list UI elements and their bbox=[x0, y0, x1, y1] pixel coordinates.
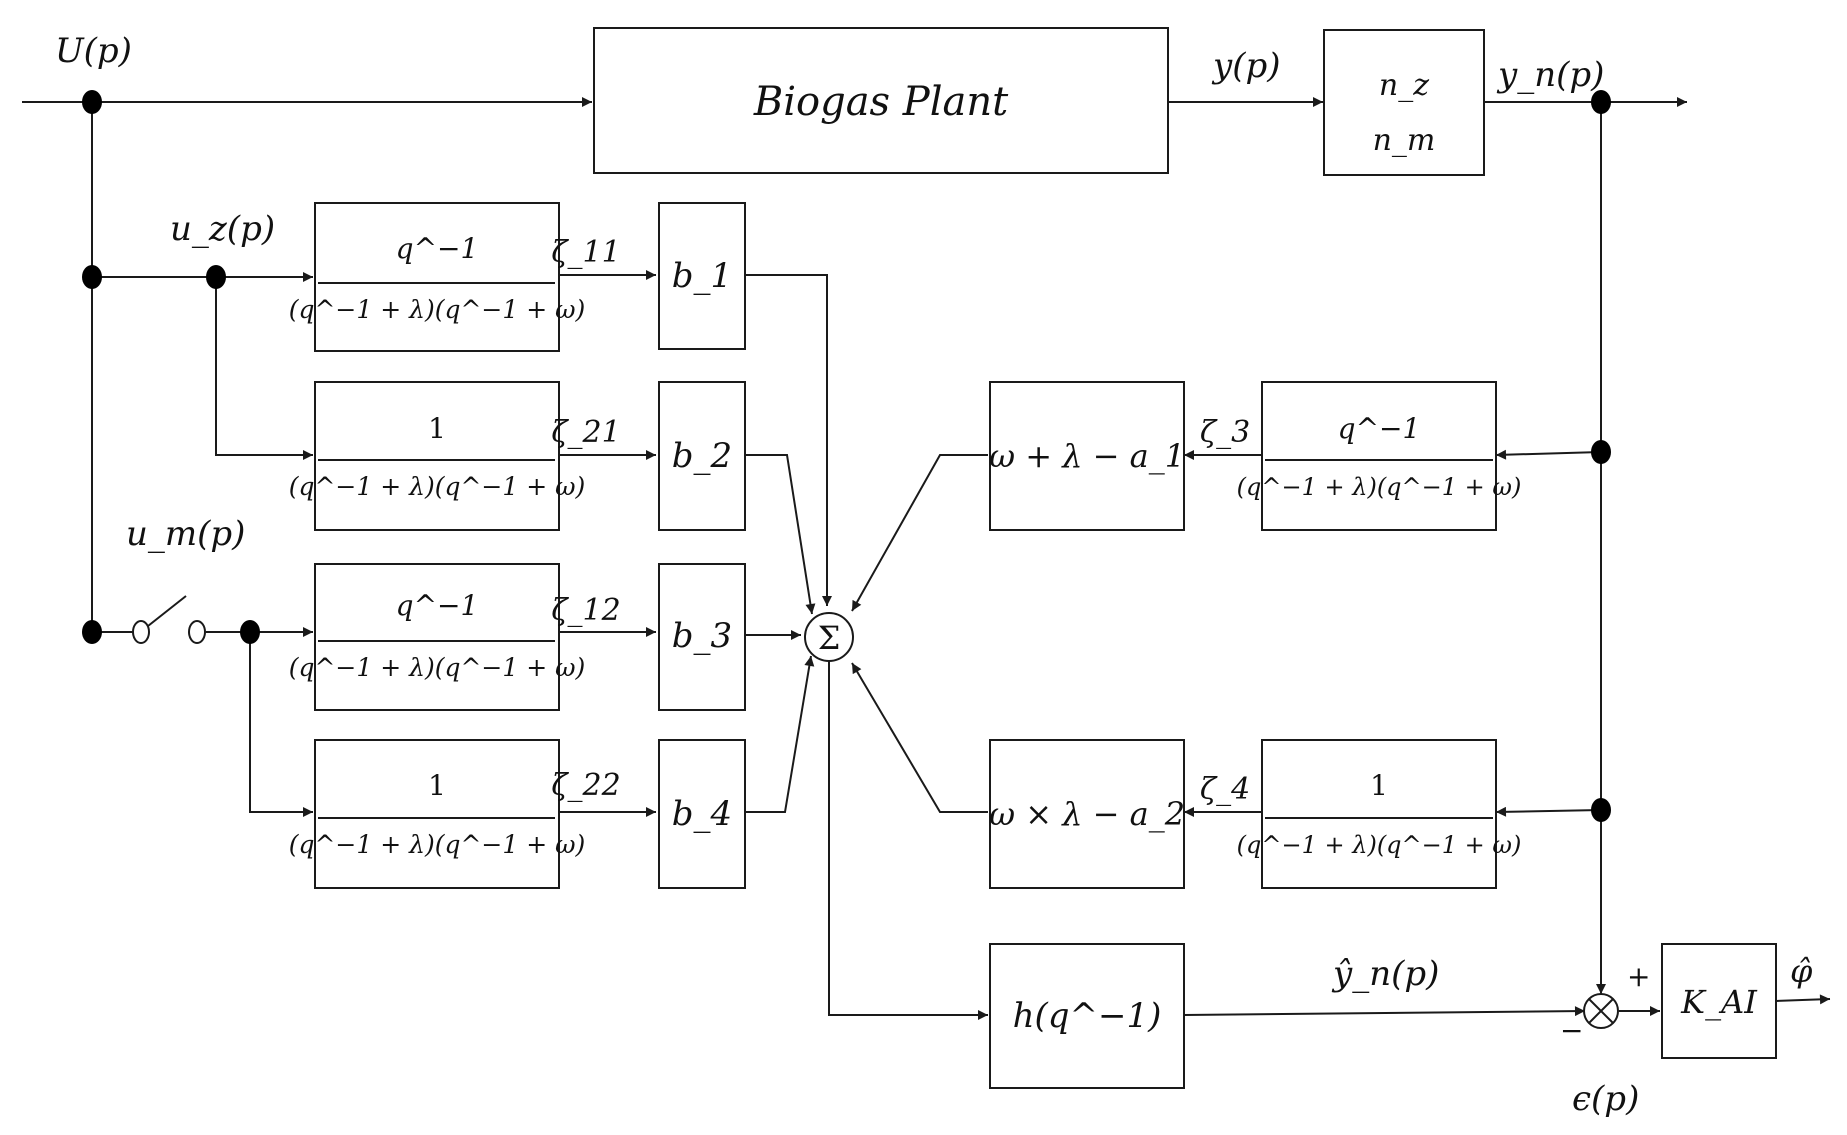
blocks bbox=[314, 27, 1777, 1089]
dot-um bbox=[240, 620, 260, 644]
labels: U(p) u_z(p) u_m(p) y(p) y_n(p) ŷ_n(p) ϵ(… bbox=[55, 31, 1813, 1119]
label-z3: ζ_3 bbox=[1200, 415, 1250, 450]
sum-symbol: Σ bbox=[818, 619, 841, 657]
noise-label-bottom: n_m bbox=[1373, 123, 1436, 158]
gain-block-b2 bbox=[658, 381, 746, 531]
a2-label: ω × λ − a_2 bbox=[989, 795, 1185, 833]
comparator-minus: − bbox=[1560, 1014, 1583, 1047]
dot-input bbox=[82, 90, 102, 114]
wire-kai-output bbox=[1775, 994, 1831, 1005]
label-y: y(p) bbox=[1211, 46, 1281, 86]
label-eps: ϵ(p) bbox=[1572, 1079, 1639, 1119]
tf4-denominator: (q^−1 + λ)(q^−1 + ω) bbox=[289, 830, 586, 859]
label-yn: y_n(p) bbox=[1496, 55, 1604, 95]
label-z11: ζ_11 bbox=[551, 235, 620, 270]
tf-block-1 bbox=[314, 202, 560, 352]
wire-uz-to-tf2 bbox=[215, 277, 313, 460]
tf5-denominator: (q^−1 + λ)(q^−1 + ω) bbox=[1237, 473, 1522, 501]
b2-label: b_2 bbox=[672, 436, 732, 476]
comparator-plus: + bbox=[1627, 960, 1650, 993]
wire-yhat bbox=[1183, 1006, 1586, 1017]
coef-block-a1 bbox=[989, 381, 1185, 531]
switch-contact-right bbox=[188, 620, 206, 644]
tf2-numerator: 1 bbox=[428, 412, 446, 445]
tf-block-2 bbox=[314, 381, 560, 531]
tf2-denominator: (q^−1 + λ)(q^−1 + ω) bbox=[289, 472, 586, 501]
switch-contact-left bbox=[132, 620, 150, 644]
coef-block-a2 bbox=[989, 739, 1185, 889]
comparator-cross-b bbox=[1588, 998, 1614, 1024]
tf6-numerator: 1 bbox=[1370, 769, 1388, 802]
dot-uz bbox=[206, 265, 226, 289]
dot-feedback-2 bbox=[1591, 798, 1611, 822]
tf6-denominator: (q^−1 + λ)(q^−1 + ω) bbox=[1237, 831, 1522, 859]
label-input-signal: U(p) bbox=[55, 31, 132, 71]
tf3-denominator: (q^−1 + λ)(q^−1 + ω) bbox=[289, 653, 586, 682]
tf-block-4 bbox=[314, 739, 560, 889]
branch-points bbox=[82, 90, 1611, 822]
kai-label: K_AI bbox=[1680, 983, 1758, 1021]
tf-block-5 bbox=[1261, 381, 1497, 531]
noise-label-top: n_z bbox=[1379, 68, 1429, 103]
label-z12: ζ_12 bbox=[551, 593, 620, 628]
a1-label: ω + λ − a_1 bbox=[989, 437, 1185, 475]
wire-yn-to-tf6 bbox=[1495, 806, 1602, 817]
tf1-numerator: q^−1 bbox=[396, 232, 479, 265]
tf3-numerator: q^−1 bbox=[396, 589, 479, 622]
tf1-denominator: (q^−1 + λ)(q^−1 + ω) bbox=[289, 295, 586, 324]
plant-label: Biogas Plant bbox=[753, 79, 1009, 125]
fraction-bars bbox=[318, 282, 1493, 819]
b3-label: b_3 bbox=[672, 616, 732, 656]
gain-block-b3 bbox=[658, 563, 746, 711]
label-z21: ζ_21 bbox=[551, 415, 620, 450]
label-z22: ζ_22 bbox=[551, 768, 620, 803]
dot-trunk-um bbox=[82, 620, 102, 644]
dot-yn bbox=[1591, 90, 1611, 114]
gain-block-b1 bbox=[658, 202, 746, 350]
junctions bbox=[804, 612, 1619, 1029]
wire-yn-to-tf5 bbox=[1495, 449, 1602, 460]
wire-um-to-tf4 bbox=[249, 632, 313, 817]
label-um: u_m(p) bbox=[126, 514, 245, 554]
dot-trunk-uz bbox=[82, 265, 102, 289]
wire-a1-to-sum bbox=[851, 454, 988, 612]
wire-sum-to-h bbox=[828, 661, 988, 1020]
summing-junction bbox=[804, 612, 854, 662]
filter-block-h bbox=[989, 943, 1185, 1089]
dot-feedback-1 bbox=[1591, 440, 1611, 464]
tf-block-6 bbox=[1261, 739, 1497, 889]
tf-block-3 bbox=[314, 563, 560, 711]
switch-blade bbox=[147, 595, 187, 627]
label-uz: u_z(p) bbox=[170, 209, 275, 249]
h-label: h(q^−1) bbox=[1013, 996, 1162, 1036]
wire-b1-to-sum bbox=[744, 274, 832, 606]
label-yhat: ŷ_n(p) bbox=[1331, 954, 1439, 994]
wire-a2-to-sum bbox=[851, 662, 988, 813]
wires bbox=[22, 97, 1831, 1020]
tf4-numerator: 1 bbox=[428, 769, 446, 802]
noise-block bbox=[1323, 29, 1485, 176]
wire-b2-to-sum bbox=[744, 454, 816, 615]
gain-block-b4 bbox=[658, 739, 746, 889]
b1-label: b_1 bbox=[672, 256, 732, 296]
gain-block-kai bbox=[1661, 943, 1777, 1059]
label-phihat: φ̂ bbox=[1790, 952, 1813, 990]
biogas-plant-block bbox=[593, 27, 1169, 174]
b4-label: b_4 bbox=[672, 794, 732, 834]
label-z4: ζ_4 bbox=[1200, 772, 1250, 807]
tf5-numerator: q^−1 bbox=[1338, 412, 1421, 445]
wire-b4-to-sum bbox=[744, 655, 815, 813]
